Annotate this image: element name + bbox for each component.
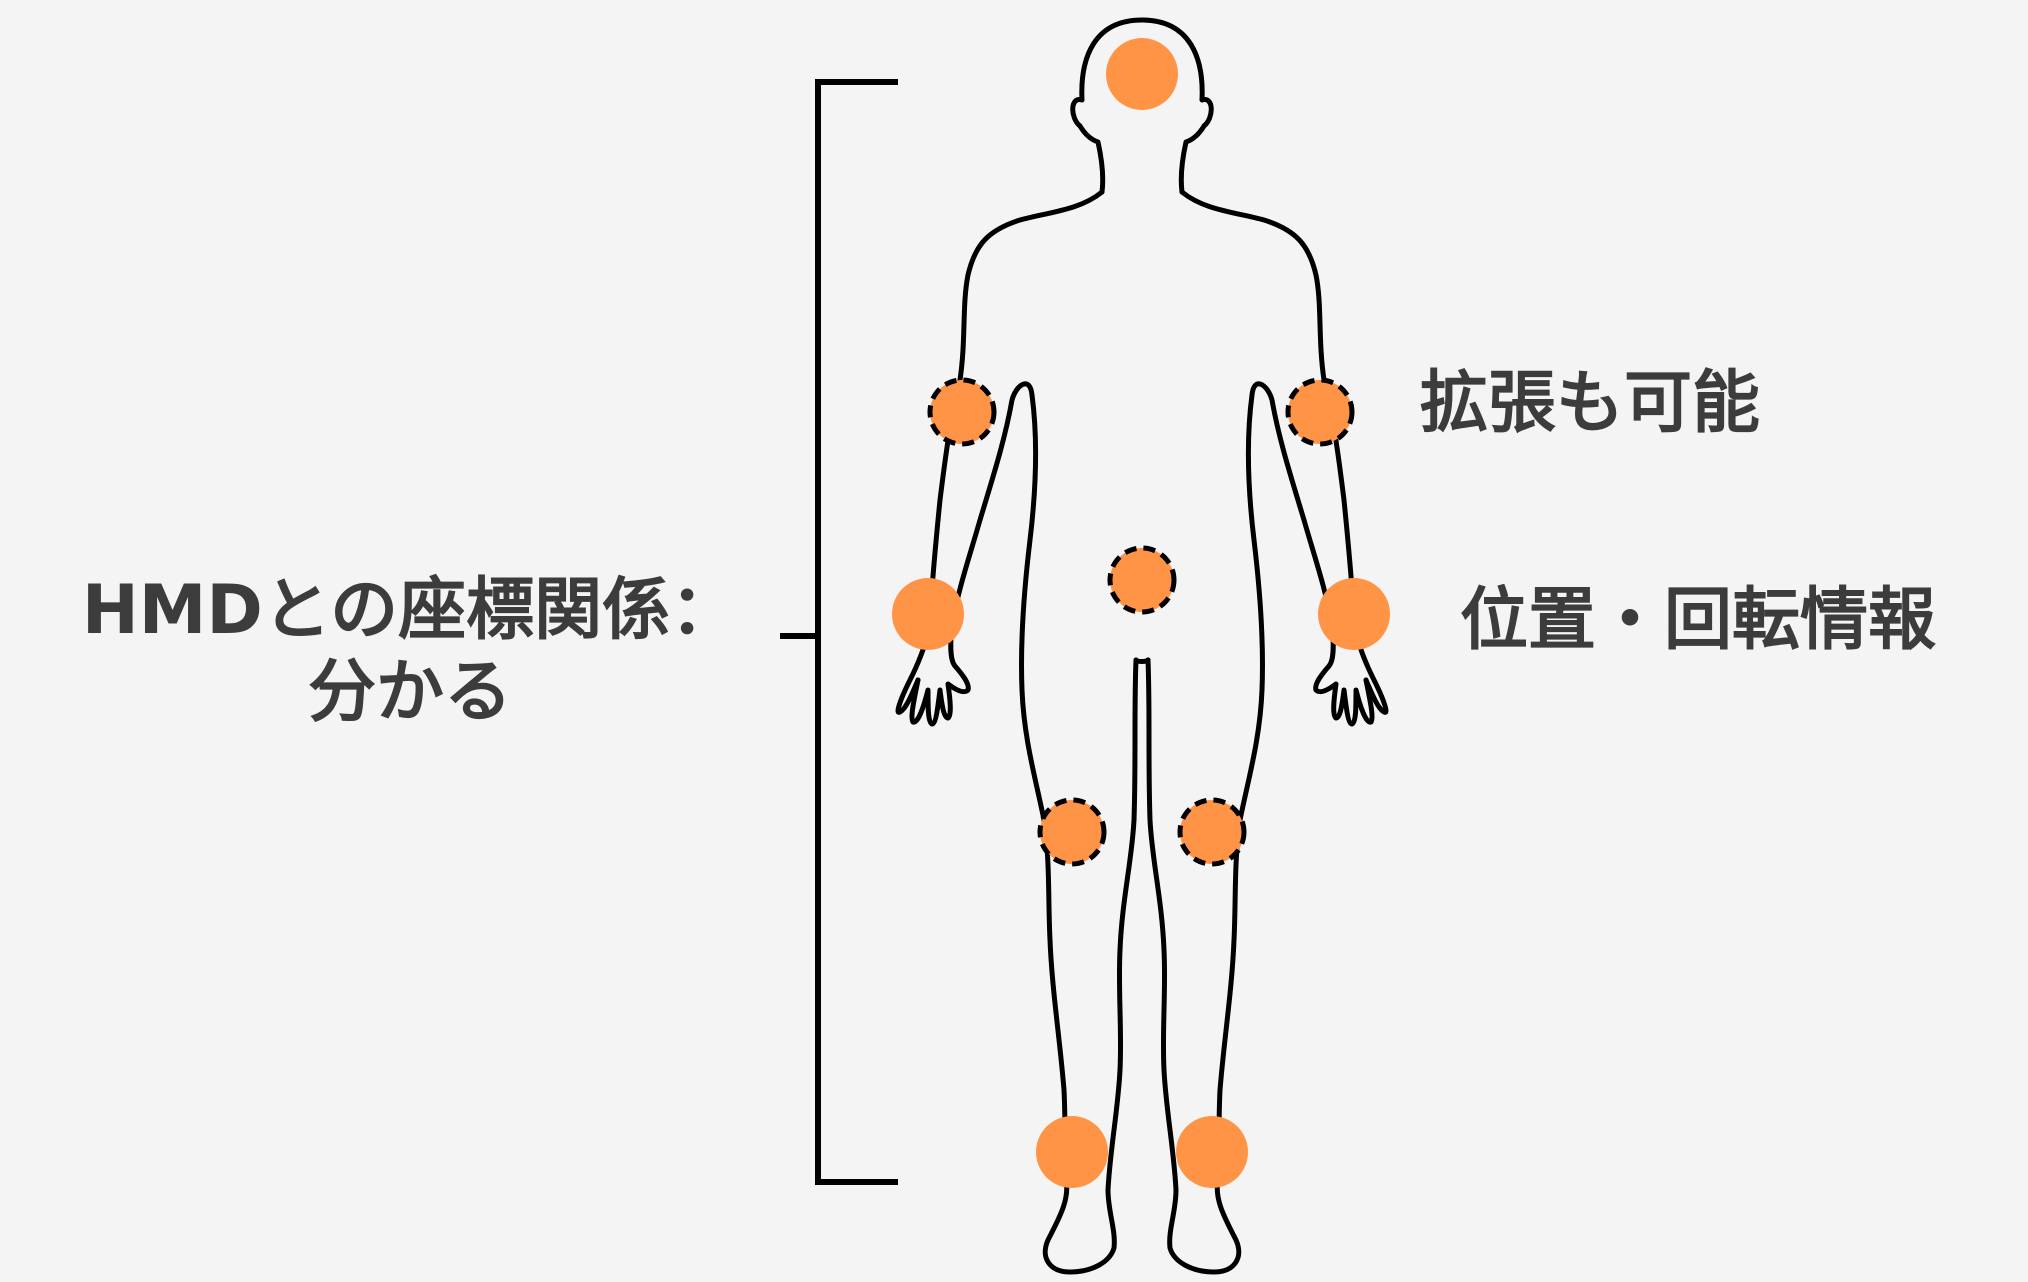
position-rotation-label: 位置・回転情報 (1460, 581, 1937, 660)
trackers (892, 38, 1390, 1188)
tracker-left-foot (1036, 1116, 1108, 1188)
tracker-head (1106, 38, 1178, 110)
tracker-left-elbow (927, 377, 997, 447)
tracker-right-elbow (1285, 377, 1355, 447)
coordinate-relation-line1: HMDとの座標関係： (81, 571, 739, 650)
coordinate-relation-label: HMDとの座標関係： 分かる (30, 570, 790, 733)
tracker-left-hand (892, 578, 964, 650)
tracker-right-knee (1177, 797, 1247, 867)
tracker-right-hand (1318, 578, 1390, 650)
tracker-right-foot (1176, 1116, 1248, 1188)
tracker-waist (1107, 545, 1177, 615)
coordinate-relation-line2: 分かる (307, 652, 512, 732)
bracket (780, 79, 898, 1185)
expandable-label: 拡張も可能 (1420, 364, 1761, 443)
tracker-left-knee (1037, 797, 1107, 867)
human-silhouette (895, 17, 1389, 1275)
